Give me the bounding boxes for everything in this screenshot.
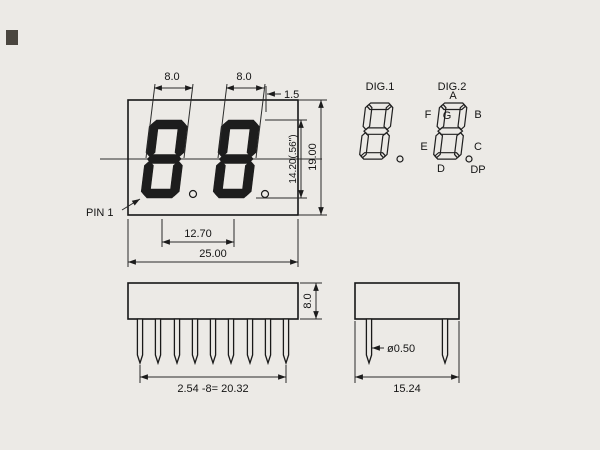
pin1-callout: PIN 1 <box>86 198 141 219</box>
dig1-dp-circle <box>396 155 404 163</box>
digit2-decimal-point <box>260 189 270 199</box>
dim-label-slant-offset: 1.5 <box>284 89 299 101</box>
side-view: 8.0 2.54 -8= 20.32 <box>127 282 322 395</box>
dig2-label: DIG.2 <box>438 81 467 93</box>
dim-digit-pitch: 12.70 <box>161 219 235 247</box>
dim-label-digit-height: 14.20(.56") <box>288 134 299 183</box>
dim-label-pin-pitch: 2.54 -8= 20.32 <box>177 383 248 395</box>
dim-digit-height: 14.20(.56") <box>256 119 307 199</box>
pin1-label: PIN 1 <box>86 207 114 219</box>
dim-label-digit1-width: 8.0 <box>164 71 179 83</box>
dim-label-row-spacing: 15.24 <box>393 383 421 395</box>
segment-label-g: G <box>443 110 452 122</box>
end-body-outline <box>354 282 460 320</box>
dim-label-pin-diameter: ø0.50 <box>387 343 415 355</box>
dim-slant-offset: 1.5 <box>265 86 299 112</box>
dim-row-spacing: 15.24 <box>354 321 460 395</box>
dim-body-thickness: 8.0 <box>300 282 322 320</box>
dim-label-digit-pitch: 12.70 <box>184 228 212 240</box>
scan-artifact <box>6 30 18 45</box>
dim-digit1-width: 8.0 <box>145 71 194 159</box>
digit1-decimal-point <box>188 189 198 199</box>
segment-label-f: F <box>425 109 432 121</box>
dig1-segment-outline <box>358 102 394 160</box>
end-view: ø0.50 15.24 <box>354 282 460 395</box>
dig1-label: DIG.1 <box>366 81 395 93</box>
dim-label-body-thickness: 8.0 <box>302 293 314 308</box>
dim-label-body-width: 25.00 <box>199 248 227 260</box>
segment-label-dp: DP <box>470 164 485 176</box>
dim-body-height: 19.00 <box>298 99 327 216</box>
segment-label-a: A <box>449 90 457 102</box>
front-view: 8.0 8.0 1.5 14.20(.56") 19.00 <box>86 71 327 267</box>
dim-label-digit2-width: 8.0 <box>236 71 251 83</box>
segment-diagram: DIG.1 DIG.2 A F G B E C D DP <box>358 81 486 176</box>
segment-label-d: D <box>437 163 445 175</box>
side-body-outline <box>127 282 299 320</box>
segment-label-e: E <box>420 141 427 153</box>
dig2-dp-circle <box>465 155 473 163</box>
display-body-outline <box>127 99 299 216</box>
pin-row <box>136 318 290 364</box>
dim-pin-pitch: 2.54 -8= 20.32 <box>139 365 287 395</box>
dim-pin-diameter: ø0.50 <box>372 343 415 355</box>
digit2-seven-segment <box>211 119 261 199</box>
dim-digit2-width: 8.0 <box>217 71 266 159</box>
segment-label-c: C <box>474 141 482 153</box>
digit1-seven-segment <box>139 119 189 199</box>
segment-label-b: B <box>474 109 481 121</box>
dim-label-body-height: 19.00 <box>307 143 319 171</box>
dim-body-width: 25.00 <box>127 219 299 267</box>
end-pin-row <box>365 318 449 364</box>
